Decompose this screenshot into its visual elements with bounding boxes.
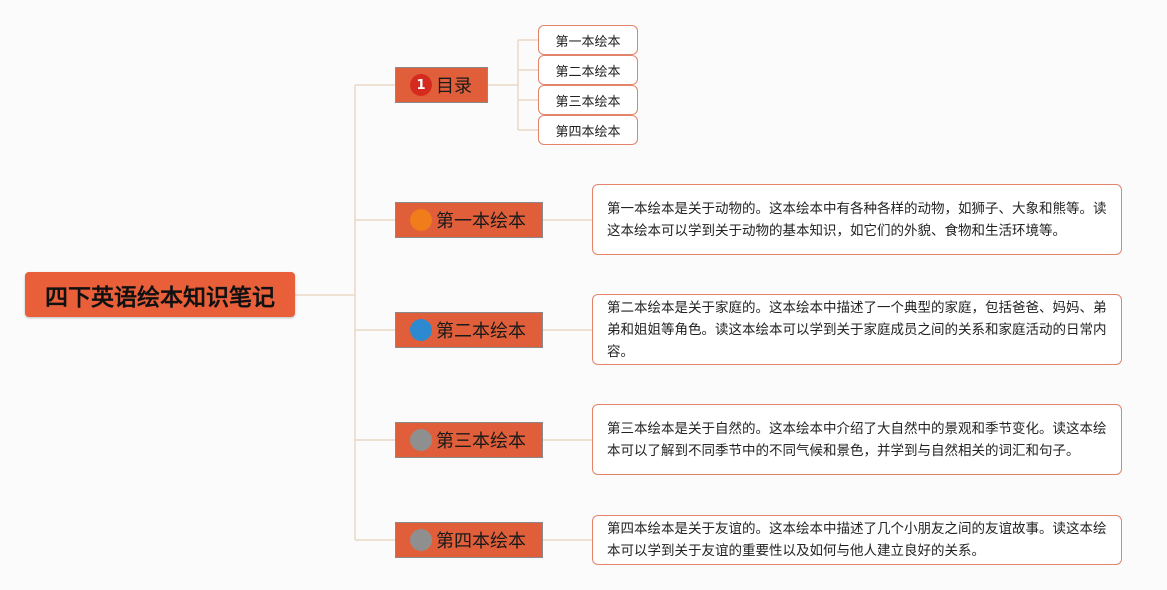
root-node[interactable]: 四下英语绘本知识笔记 — [25, 272, 295, 317]
branch-toc-label: 目录 — [436, 76, 472, 97]
branch-book-3-label: 第三本绘本 — [436, 431, 526, 452]
badge-icon-book-4 — [410, 529, 432, 551]
badge-icon-book-2 — [410, 319, 432, 341]
description-book-1: 第一本绘本是关于动物的。这本绘本中有各种各样的动物，如狮子、大象和熊等。读这本绘… — [592, 184, 1122, 255]
toc-item-label: 第四本绘本 — [555, 124, 621, 140]
branch-book-2-label: 第二本绘本 — [436, 321, 526, 342]
branch-book-1[interactable]: 第一本绘本 — [395, 202, 543, 238]
description-book-2: 第二本绘本是关于家庭的。这本绘本中描述了一个典型的家庭，包括爸爸、妈妈、弟弟和姐… — [592, 294, 1122, 365]
description-book-3: 第三本绘本是关于自然的。这本绘本中介绍了大自然中的景观和季节变化。读这本绘本可以… — [592, 404, 1122, 475]
badge-icon-book-3 — [410, 429, 432, 451]
badge-icon-book-1 — [410, 209, 432, 231]
badge-icon-toc: 1 — [410, 74, 432, 96]
toc-item-2[interactable]: 第二本绘本 — [538, 55, 638, 85]
toc-item-3[interactable]: 第三本绘本 — [538, 85, 638, 115]
branch-book-4[interactable]: 第四本绘本 — [395, 522, 543, 558]
toc-item-label: 第一本绘本 — [555, 34, 621, 50]
toc-item-label: 第三本绘本 — [555, 94, 621, 110]
branch-toc[interactable]: 1 目录 — [395, 67, 488, 103]
branch-book-1-label: 第一本绘本 — [436, 211, 526, 232]
description-book-3-text: 第三本绘本是关于自然的。这本绘本中介绍了大自然中的景观和季节变化。读这本绘本可以… — [607, 420, 1107, 459]
branch-book-2[interactable]: 第二本绘本 — [395, 312, 543, 348]
root-title: 四下英语绘本知识笔记 — [45, 284, 275, 311]
description-book-4: 第四本绘本是关于友谊的。这本绘本中描述了几个小朋友之间的友谊故事。读这本绘本可以… — [592, 515, 1122, 565]
branch-book-4-label: 第四本绘本 — [436, 531, 526, 552]
description-book-2-text: 第二本绘本是关于家庭的。这本绘本中描述了一个典型的家庭，包括爸爸、妈妈、弟弟和姐… — [607, 299, 1107, 360]
toc-item-1[interactable]: 第一本绘本 — [538, 25, 638, 55]
description-book-1-text: 第一本绘本是关于动物的。这本绘本中有各种各样的动物，如狮子、大象和熊等。读这本绘… — [607, 200, 1107, 239]
toc-item-label: 第二本绘本 — [555, 64, 621, 80]
branch-book-3[interactable]: 第三本绘本 — [395, 422, 543, 458]
toc-item-4[interactable]: 第四本绘本 — [538, 115, 638, 145]
description-book-4-text: 第四本绘本是关于友谊的。这本绘本中描述了几个小朋友之间的友谊故事。读这本绘本可以… — [607, 521, 1107, 559]
